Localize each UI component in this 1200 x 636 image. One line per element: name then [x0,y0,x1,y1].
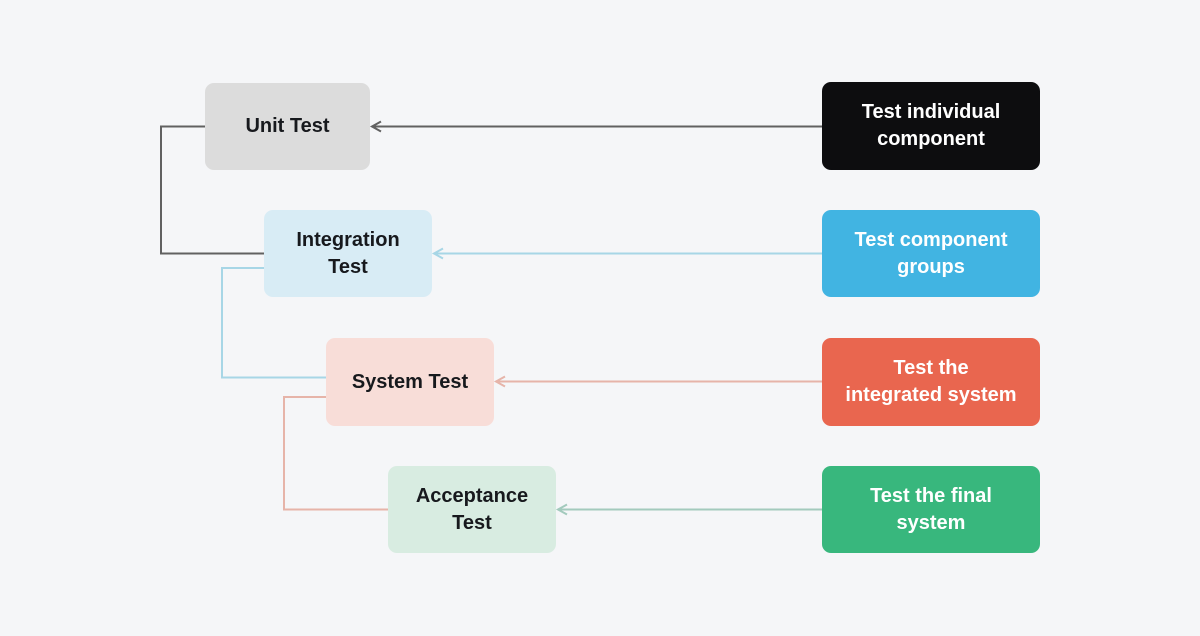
desc-integration-test: Test component groups [822,210,1040,297]
desc-acceptance-test-label: Test the final system [870,484,992,534]
node-unit-test: Unit Test [205,83,370,170]
desc-integration-test-label: Test component groups [854,228,1008,278]
node-unit-test-label: Unit Test [245,115,330,137]
arrowhead-unit [369,120,382,133]
elbow-unit-to-integration [160,125,264,255]
node-integration-test: Integration Test [264,210,432,297]
arrowhead-integration [431,247,444,260]
elbow-system-to-acceptance [283,396,388,511]
desc-acceptance-test: Test the final system [822,466,1040,553]
node-system-test-label: System Test [351,370,469,393]
node-acceptance-test: Acceptance Test [388,466,556,553]
desc-unit-test-label: Test individual component [861,101,1001,150]
node-system-test: System Test [326,338,494,426]
desc-unit-test: Test individual component [822,82,1040,170]
elbow-integration-to-system [221,267,326,379]
arrowhead-system [493,375,506,388]
arrowhead-acceptance [555,503,568,516]
node-acceptance-test-label: Acceptance Test [415,484,529,534]
desc-system-test-label: Test the integrated system [845,357,1017,406]
node-integration-test-label: Integration Test [296,228,400,278]
desc-system-test: Test the integrated system [822,338,1040,426]
